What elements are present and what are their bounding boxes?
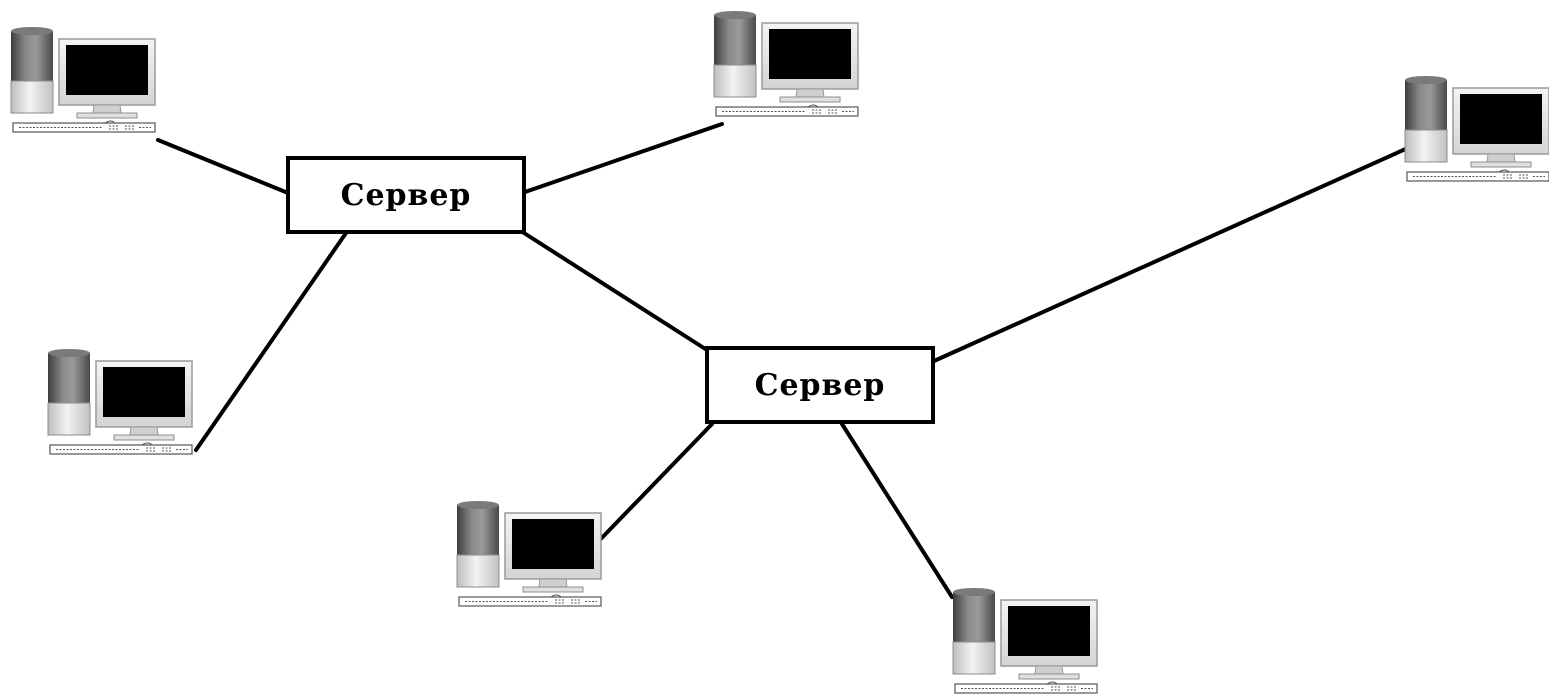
server-box: Сервер	[705, 346, 935, 424]
link-server1-pc-top-left	[156, 138, 290, 195]
desktop-computer-icon	[1404, 75, 1549, 182]
link-server1-server2	[522, 231, 709, 352]
link-server2-pc-bottom-center	[590, 422, 714, 550]
server-label: Сервер	[754, 367, 886, 403]
desktop-computer-icon	[713, 10, 859, 117]
desktop-computer-icon	[47, 348, 193, 455]
desktop-computer-icon	[10, 26, 156, 133]
link-server1-pc-top-center	[523, 122, 724, 194]
connection-lines	[156, 122, 1412, 599]
link-server2-pc-far-right	[932, 145, 1412, 363]
link-server2-pc-bottom-right	[840, 422, 954, 599]
link-server1-pc-middle-left	[194, 231, 348, 452]
server-box: Сервер	[286, 156, 526, 234]
desktop-computer-icon	[456, 500, 602, 607]
server-label: Сервер	[340, 177, 472, 213]
desktop-computer-icon	[952, 587, 1098, 694]
